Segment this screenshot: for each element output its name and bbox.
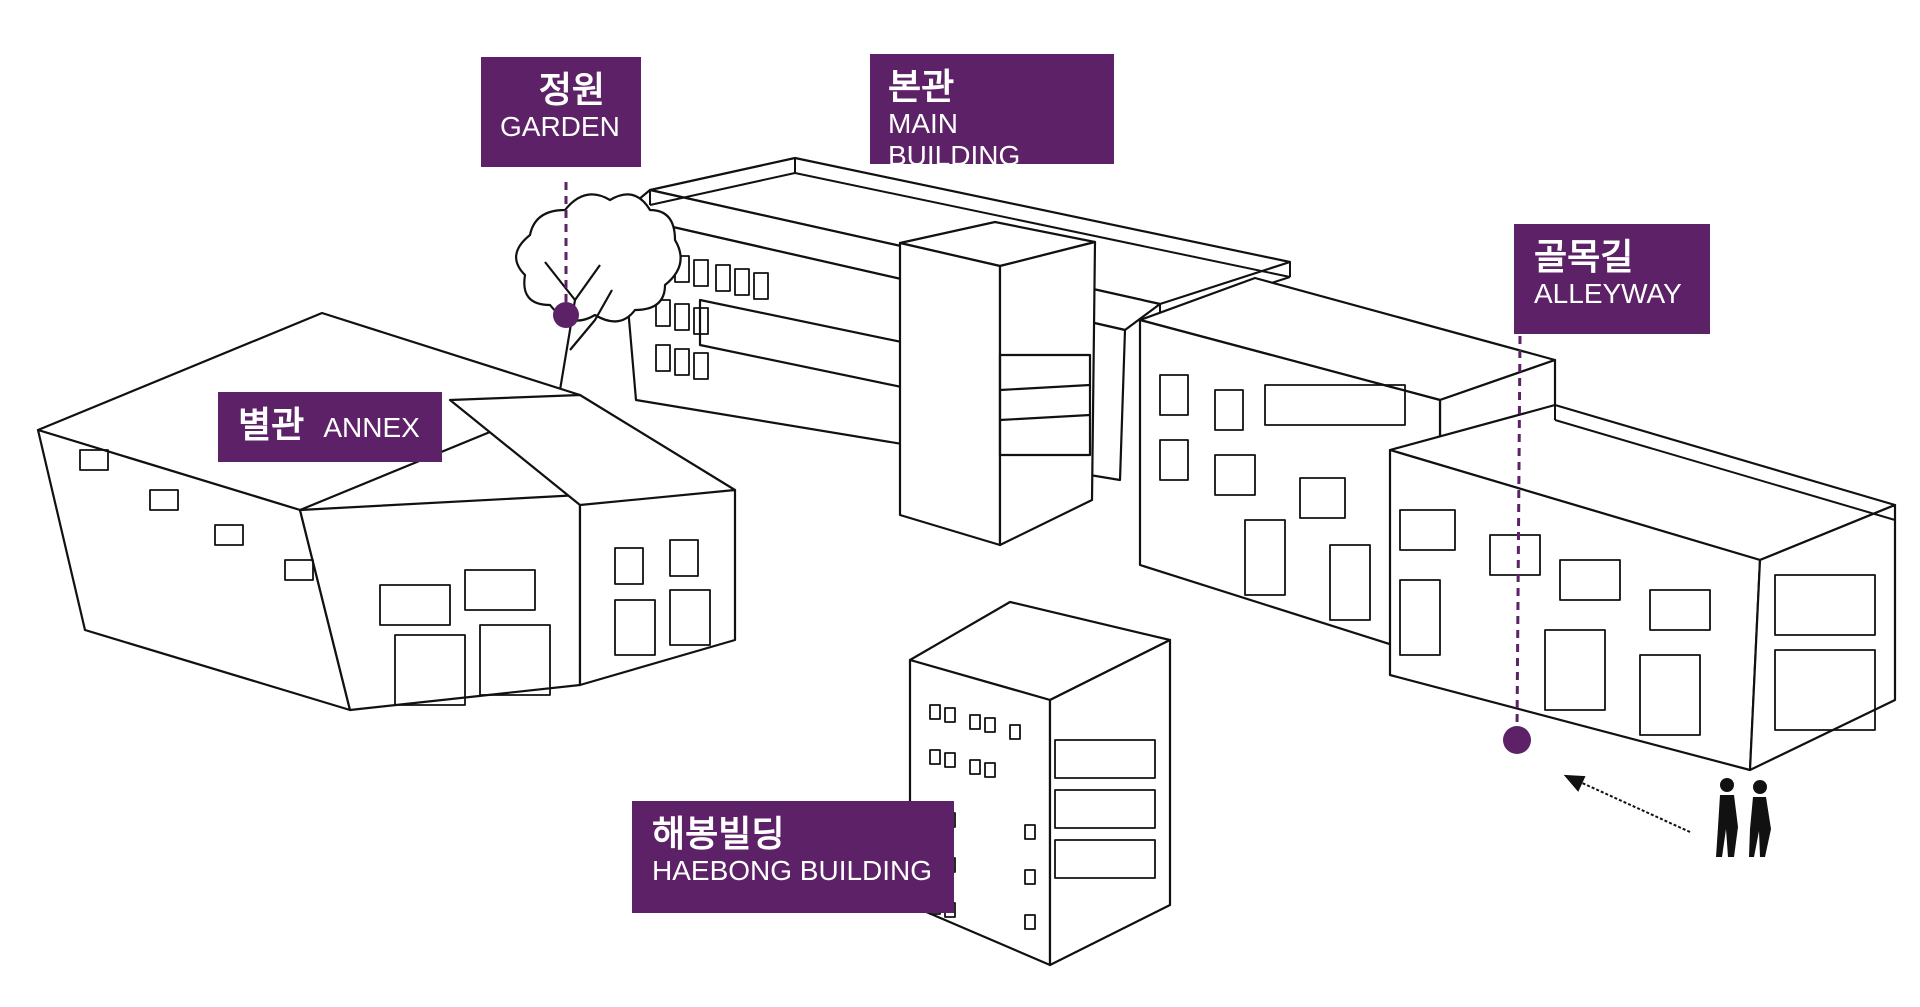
annex-label-korean: 별관 <box>238 405 304 446</box>
annex-label-english: ANNEX <box>323 412 419 443</box>
alleyway-label: 골목길 ALLEYWAY <box>1514 224 1710 334</box>
alleyway-label-korean: 골목길 <box>1534 238 1694 278</box>
alleyway-label-english: ALLEYWAY <box>1534 278 1694 310</box>
annex-label: 별관 ANNEX <box>218 392 442 462</box>
walking-people-icon <box>1716 778 1771 857</box>
main-building-label-korean: 본관 <box>888 68 1098 108</box>
main-building-label-english: MAIN BUILDING <box>888 108 1098 172</box>
main-building-label: 본관 MAIN BUILDING <box>870 54 1114 164</box>
haebong-building-label: 해봉빌딩 HAEBONG BUILDING <box>632 801 954 913</box>
main-building-tower-drawing <box>900 222 1095 545</box>
direction-arrow <box>1566 776 1690 832</box>
garden-label-english: GARDEN <box>500 111 625 143</box>
garden-label: 정원 GARDEN <box>481 57 641 167</box>
annex-building-drawing <box>38 313 735 710</box>
garden-marker-dot <box>553 302 579 328</box>
haebong-building-label-english: HAEBONG BUILDING <box>652 855 940 887</box>
haebong-building-label-korean: 해봉빌딩 <box>652 815 940 855</box>
garden-label-korean: 정원 <box>500 71 625 111</box>
alleyway-marker-dot <box>1503 726 1531 754</box>
